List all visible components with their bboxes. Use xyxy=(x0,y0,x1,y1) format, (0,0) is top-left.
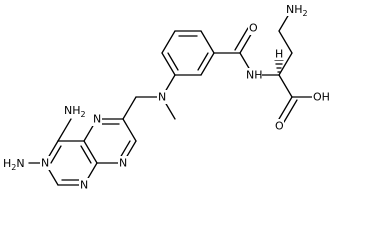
bonds xyxy=(28,8,319,186)
label-amine-n: N xyxy=(158,91,166,104)
bond-c8a-c4a xyxy=(83,140,98,164)
label-acid-oh: OH xyxy=(313,91,330,104)
bond-calpha-cbeta xyxy=(278,52,293,76)
label-nh2-top: NH2 xyxy=(64,104,86,119)
bond-c8a-c4a-double xyxy=(80,145,92,164)
bond-c6-ch2 xyxy=(122,96,137,120)
bond-cooh-o-double xyxy=(283,99,298,123)
label-ring-n8: N xyxy=(119,157,127,170)
bond-ar6-ar1 xyxy=(161,52,176,76)
label-ring-n5: N xyxy=(93,113,101,126)
bond-calpha-cooh xyxy=(278,74,293,98)
bond-ar2-ar3-double xyxy=(197,52,209,71)
label-ring-n3: N xyxy=(41,157,49,170)
bond-ar6-ar1-double xyxy=(167,52,179,71)
bond-c7-n8-double xyxy=(119,140,131,159)
label-acid-o: O xyxy=(275,120,284,133)
label-amide-nh: NH xyxy=(246,69,263,82)
bond-c4-nh2 xyxy=(57,118,72,142)
bond-ar2-ar3 xyxy=(200,52,215,76)
bond-ar5-ar6 xyxy=(161,30,176,54)
bond-ar3-ar4 xyxy=(200,30,215,54)
label-carbonyl-o: O xyxy=(249,22,258,35)
chemical-structure-diagram: NH2 H2N N N N N N O NH H N xyxy=(2,2,330,192)
label-stereo-h: H xyxy=(275,48,283,61)
label-nh2-terminal: NH2 xyxy=(286,3,308,18)
label-ring-n1: N xyxy=(80,179,88,192)
bond-carbonyl-o-double xyxy=(234,27,249,51)
bond-cooh-o xyxy=(278,96,293,120)
atom-labels: NH2 H2N N N N N N O NH H N xyxy=(2,2,330,192)
bond-cbeta-cgamma xyxy=(278,30,293,54)
bond-c6-c7 xyxy=(122,118,137,142)
label-h2n-left: H2N xyxy=(3,157,25,172)
bond-c4-n3-double xyxy=(50,145,62,164)
